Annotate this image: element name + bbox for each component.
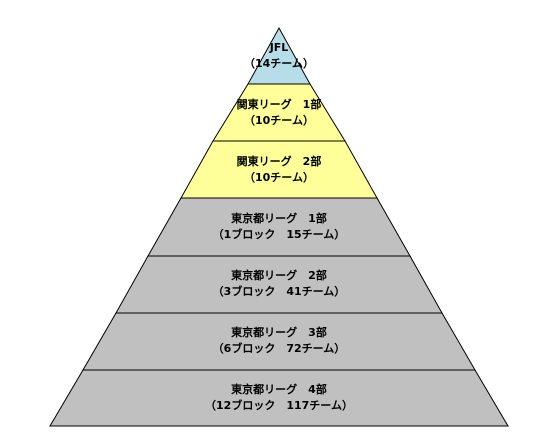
- tier-kanto-2-name: 関東リーグ 2部: [237, 154, 322, 168]
- tier-kanto-1-teams: （10チーム）: [244, 114, 314, 127]
- tier-tokyo-1-name: 東京都リーグ 1部: [231, 211, 327, 225]
- tier-tokyo-4-teams: （12ブロック 117チーム）: [205, 398, 353, 412]
- tier-tokyo-1-shape: [147, 197, 411, 257]
- tier-jfl-shape: [247, 26, 311, 85]
- tier-tokyo-4-shape: [49, 369, 509, 427]
- tier-tokyo-2-teams: （3ブロック 41チーム）: [213, 284, 346, 298]
- tier-tokyo-4-name: 東京都リーグ 4部: [231, 382, 327, 396]
- tier-tokyo-1-teams: （1ブロック 15チーム）: [213, 227, 346, 241]
- tier-kanto-2-shape: [180, 140, 378, 199]
- tier-kanto-1-shape: [212, 83, 346, 142]
- tier-kanto-1-name: 関東リーグ 1部: [237, 97, 322, 111]
- tier-kanto-2-teams: （10チーム）: [244, 171, 314, 184]
- tier-jfl-name: JFL: [269, 41, 289, 54]
- tier-jfl-teams: （14チーム）: [244, 57, 314, 70]
- tier-tokyo-3-teams: （6ブロック 72チーム）: [213, 341, 346, 355]
- tier-tokyo-3-name: 東京都リーグ 3部: [231, 325, 327, 339]
- tier-tokyo-2-name: 東京都リーグ 2部: [231, 268, 327, 282]
